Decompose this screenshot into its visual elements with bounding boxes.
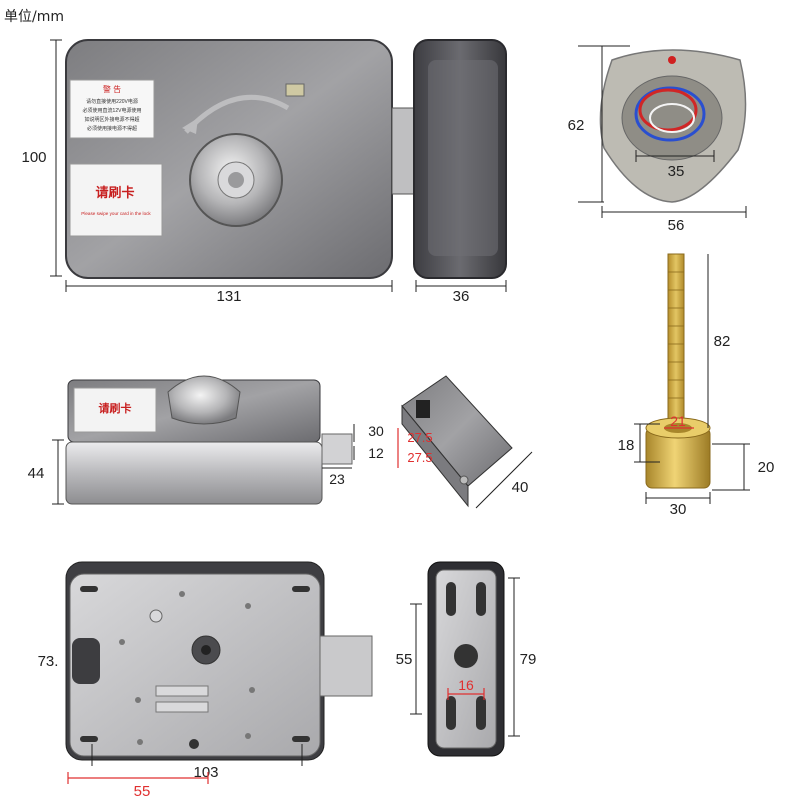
card-sticker-sub: Please swipe your card in the lock [81,211,151,216]
dim-back-red-offset-label: 55 [134,783,151,800]
dim-front-height-label: 100 [21,149,46,166]
dim-cover-width-label: 56 [668,217,685,234]
side-body [65,441,323,505]
dim-spindle-cylinder-h-label: 20 [758,459,775,476]
dim-spindle-base [634,423,660,463]
back-view: 73. 103 55 [38,561,373,800]
dim-cover-width [601,206,747,218]
strike-plate-view: 55 79 16 [396,561,537,757]
side-card-sticker [73,387,157,433]
dim-strike-inner-label: 55 [396,651,413,668]
warning-line-4: 必须使用接电源不得超 [87,125,137,132]
dim-side-bolt-len-label: 23 [329,471,345,487]
warning-line-1: 请勿直接使用220V电源 [86,98,138,105]
dim-cover-inner-label: 35 [668,163,685,180]
dim-strike-red-label: 16 [458,677,474,693]
side-card-sticker-main: 请刷卡 [99,401,132,415]
front-view: 警 告 请勿直接使用220V电源 必须使用直流12V电源使用 如说明区外接电源不… [21,39,507,305]
dim-spindle-cylinder-w [645,492,711,504]
dim-cover-height-label: 62 [568,117,585,134]
dim-side-height-label: 44 [28,465,45,482]
warning-title: 警 告 [103,84,121,94]
back-plate [69,573,321,757]
warning-sticker [69,79,155,139]
unit-label: 单位/mm [4,9,64,25]
dim-spindle-length-label: 82 [714,333,731,350]
spindle-bar [667,253,685,427]
dim-side-bolt-gap-label: 12 [368,445,384,461]
dim-side-strike-depth [475,451,533,509]
dim-strike-red [447,688,485,700]
spindle-view: 82 21 18 20 30 [618,253,775,518]
dim-back-red-offset [67,772,209,784]
dim-spindle-cylinder-h [712,443,750,491]
dim-spindle-base-label: 18 [618,437,635,454]
card-sticker [69,163,163,237]
dim-front-width-label: 131 [216,288,241,305]
cover-view: 62 35 56 [568,45,747,234]
warning-line-3: 如说明区外接电源不得超 [84,116,139,123]
side-knob [167,375,241,425]
dim-side-height [52,439,64,505]
side-view: 请刷卡 30 12 23 44 [28,375,533,509]
back-bolt [319,635,373,697]
dim-front-depth-label: 36 [453,288,470,305]
dim-strike-outer [508,577,520,737]
dim-spindle-inner-label: 21 [670,413,686,429]
dim-front-height [50,39,62,277]
dim-side-bolt-h-label: 30 [368,423,384,439]
dim-back-hole-spacing-label: 103 [193,764,218,781]
dim-front-depth [415,280,507,292]
dim-side-red-bottom-label: 27.5 [407,450,432,465]
warning-line-2: 必须使用直流12V电源使用 [83,107,142,114]
dim-cover-height [578,45,630,203]
dim-back-hole-spacing [91,744,303,766]
dim-strike-outer-label: 79 [520,651,537,668]
card-sticker-main: 请刷卡 [95,185,134,200]
bolt-front [391,107,417,195]
indicator-light [285,83,305,97]
dim-strike-inner [410,603,422,715]
dim-spindle-cylinder-w-label: 30 [670,501,687,518]
dim-side-strike-depth-label: 40 [512,479,529,496]
dim-cover-inner [635,150,715,162]
dim-back-height-label: 73. [38,653,59,670]
side-bolt [321,433,353,465]
dim-side-red-top-label: 27.5 [407,430,432,445]
dim-front-width [65,280,393,292]
